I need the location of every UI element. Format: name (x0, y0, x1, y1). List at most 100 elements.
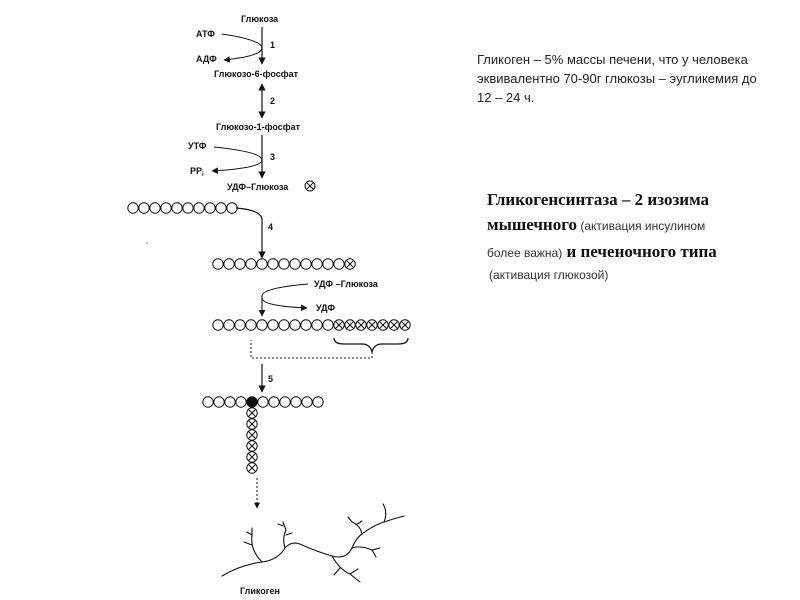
glucose-unit-icon (256, 319, 268, 331)
glucose-unit-icon (182, 202, 194, 214)
cross-mark (379, 321, 387, 329)
glucose-unit-icon (267, 258, 279, 270)
cross-mark (248, 409, 256, 417)
glucose-unit-icon (213, 396, 225, 408)
storage-line-3: 12 – 24 ч. (477, 90, 535, 105)
glucose-unit-icon (127, 202, 139, 214)
glucose-unit-icon (333, 258, 345, 270)
step4-number: 4 (268, 222, 273, 232)
glucose-unit-icon (278, 319, 290, 331)
glucose-unit-icon (235, 396, 247, 408)
speck (146, 242, 148, 244)
glucose-unit-icon (267, 319, 279, 331)
cross-mark (248, 453, 256, 461)
ppi-label: PPi (190, 166, 204, 178)
transferred-segment-brace (333, 337, 409, 353)
glucose-unit-icon (268, 396, 280, 408)
glycogen-label: Гликоген (240, 586, 280, 596)
glucose-unit-icon (224, 396, 236, 408)
glucose-unit-icon (245, 258, 257, 270)
glucose-unit-icon (212, 319, 224, 331)
cross-mark (368, 321, 376, 329)
glucose-unit-icon (256, 258, 268, 270)
udp-glucose-label: УДФ–Глюкоза (227, 182, 289, 192)
liver-type-label: и печеночного типа (562, 242, 717, 261)
glycogen-synthase-note: Гликогенсинтаза – 2 изозима мышечного (а… (487, 187, 792, 284)
cross-mark (401, 321, 409, 329)
glucose-unit-icon (226, 202, 238, 214)
elongation-arrow (258, 283, 309, 317)
cross-mark (346, 321, 354, 329)
synthase-title: Гликогенсинтаза – 2 изозима (487, 190, 710, 209)
glucose-unit-icon (311, 258, 323, 270)
udp-glucose-unit-icon (304, 180, 316, 192)
cross-mark (357, 321, 365, 329)
liver-activation-text: (активация глюкозой) (489, 268, 609, 282)
glycogen-tree-sketch (221, 503, 405, 583)
elongated-chain (212, 258, 356, 270)
muscle-activation-text-2: более важна) (487, 246, 563, 260)
branched-chain (202, 396, 324, 408)
glucose-unit-icon (193, 202, 205, 214)
glucose-unit-icon (202, 396, 214, 408)
cross-mark (248, 442, 256, 450)
storage-line-2: эквивалентно 70-90г глюкозы – эугликемия… (477, 71, 757, 86)
glucose-unit-icon (290, 396, 302, 408)
glucose-unit-icon (149, 202, 161, 214)
atp-label: АТФ (196, 29, 215, 39)
glucose-unit-icon (171, 202, 183, 214)
glucose-unit-icon (278, 258, 290, 270)
glucose-unit-icon (279, 396, 291, 408)
storage-line-1: Гликоген – 5% массы печени, что у челове… (477, 52, 748, 67)
glucose-unit-icon (289, 319, 301, 331)
muscle-type-label: мышечного (487, 215, 578, 234)
cross-mark (248, 464, 256, 472)
glucose-unit-icon (301, 396, 313, 408)
g6p-label: Глюкозо-6-фосфат (214, 69, 299, 79)
cross-mark (390, 321, 398, 329)
glucose-unit-icon (234, 319, 246, 331)
branch-chain (246, 407, 258, 474)
muscle-activation-text: (активация инсулином (577, 219, 706, 233)
glucose-label: Глюкоза (241, 14, 279, 24)
glucose-unit-icon (257, 396, 269, 408)
glucose-unit-icon (138, 202, 150, 214)
glucose-unit-icon (204, 202, 216, 214)
glucose-unit-icon (322, 258, 334, 270)
step1-number: 1 (270, 40, 275, 50)
udp-glucose-label-2: УДФ –Глюкоза (314, 279, 379, 289)
step5-number: 5 (268, 374, 273, 384)
glucose-unit-icon (312, 396, 324, 408)
utp-ppi-curve (211, 146, 263, 174)
extended-chain (212, 319, 411, 331)
glucose-unit-icon (212, 258, 224, 270)
glucose-unit-icon (245, 319, 257, 331)
glucose-unit-icon (300, 258, 312, 270)
glucose-unit-icon (223, 319, 235, 331)
branch-transfer-dashed-line (250, 340, 373, 359)
glycogen-synthesis-diagram: Глюкоза 1 АТФ АДФ Глюкозо-6-фосфат 2 Глю… (127, 14, 411, 596)
glucose-unit-icon (289, 258, 301, 270)
udp-label: УДФ (316, 303, 335, 313)
glycogen-storage-note: Гликоген – 5% массы печени, что у челове… (477, 50, 797, 107)
cross-mark (248, 431, 256, 439)
step4-arrow (235, 207, 266, 259)
g1p-label: Глюкозо-1-фосфат (216, 122, 301, 132)
cross-mark (335, 321, 343, 329)
glycogen-primer-chain (127, 202, 238, 214)
step3-number: 3 (270, 152, 275, 162)
glucose-unit-icon (300, 319, 312, 331)
glucose-unit-icon (160, 202, 172, 214)
glucose-unit-icon (311, 319, 323, 331)
step2-number: 2 (270, 96, 275, 106)
cross-mark (346, 260, 354, 268)
utp-label: УТФ (188, 141, 207, 151)
adp-label: АДФ (196, 54, 217, 64)
glucose-unit-icon (223, 258, 235, 270)
glucose-unit-icon (234, 258, 246, 270)
glucose-unit-icon (322, 319, 334, 331)
branch-point-unit-icon (246, 396, 258, 408)
cross-mark (248, 420, 256, 428)
udp-release-arrow (261, 297, 308, 312)
atp-adp-curve (221, 33, 263, 63)
